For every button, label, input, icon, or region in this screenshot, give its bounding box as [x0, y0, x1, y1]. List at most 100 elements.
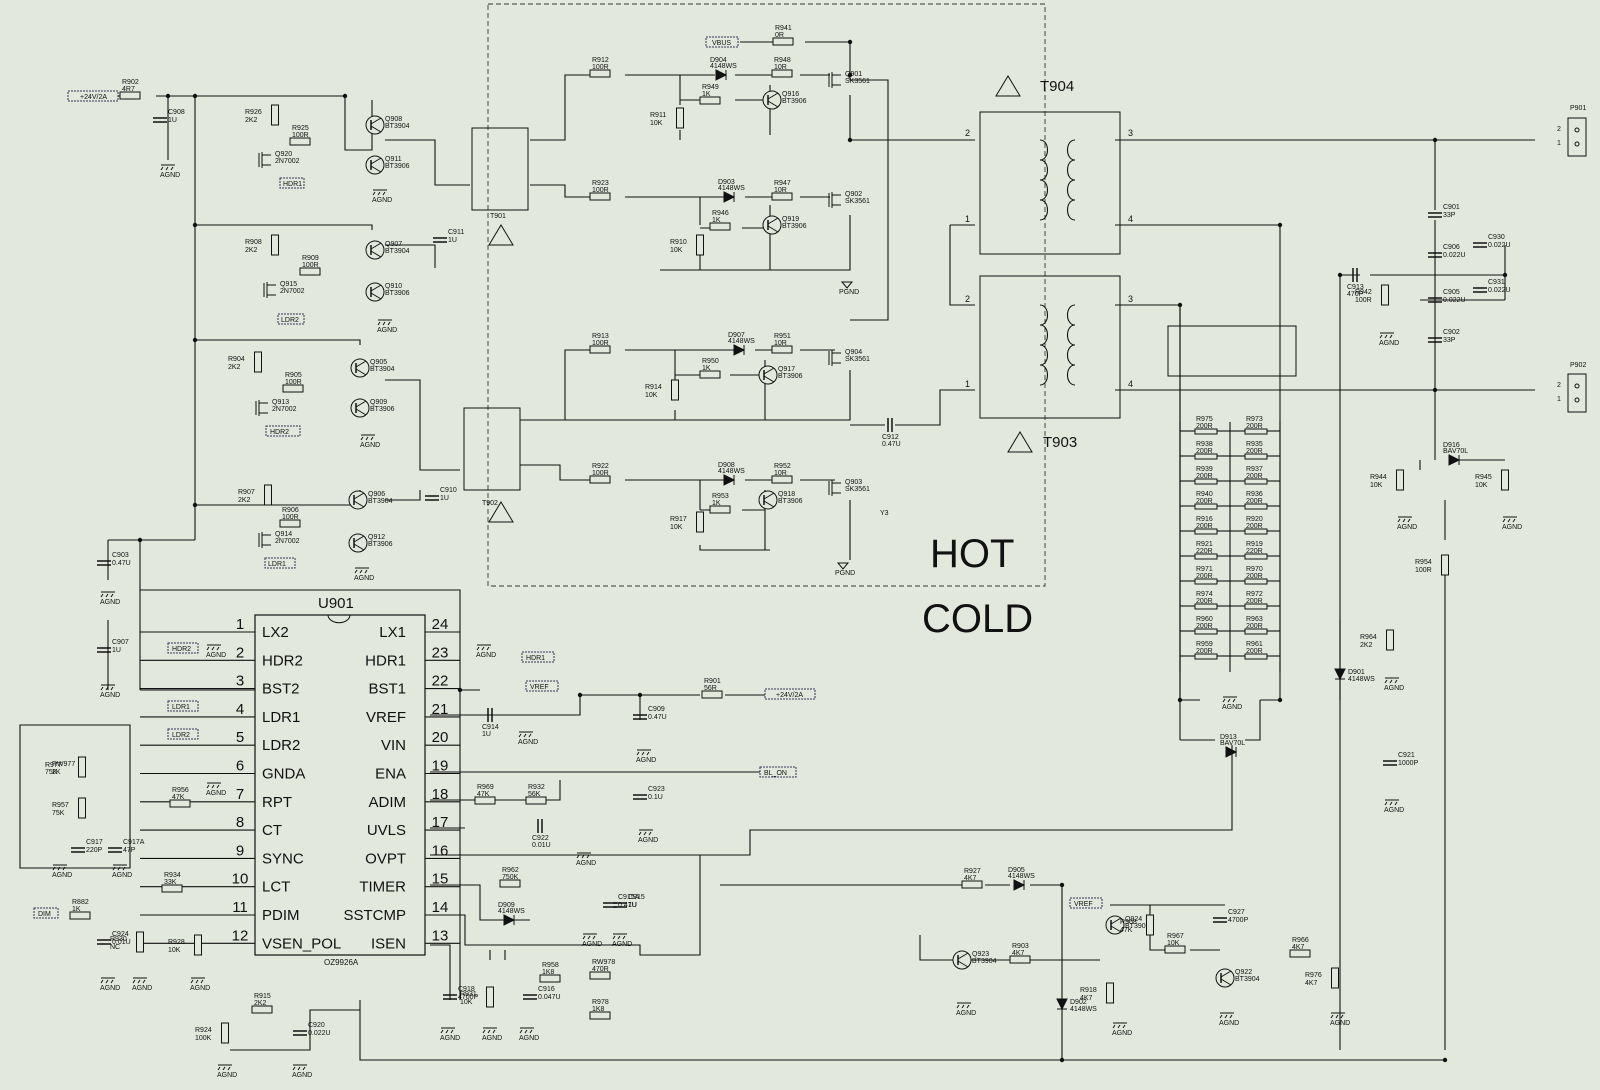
svg-text:HDR2: HDR2 [172, 646, 191, 653]
svg-text:10K: 10K [1475, 482, 1488, 489]
svg-text:R968: R968 [1120, 919, 1137, 926]
svg-text:4148WS: 4148WS [1070, 1006, 1097, 1013]
svg-text:HDR1: HDR1 [526, 655, 545, 662]
svg-text:R946: R946 [712, 210, 729, 217]
svg-text:200R: 200R [1246, 423, 1263, 430]
svg-text:R928: R928 [168, 939, 185, 946]
svg-text:D903: D903 [718, 179, 735, 186]
svg-text:200R: 200R [1196, 623, 1213, 630]
svg-text:200R: 200R [1246, 448, 1263, 455]
ground-agnd: AGND [1112, 1022, 1132, 1037]
svg-text:0.01U: 0.01U [532, 842, 551, 849]
svg-text:C917: C917 [86, 839, 103, 846]
svg-text:C921: C921 [1398, 752, 1415, 759]
svg-text:HDR2: HDR2 [270, 429, 289, 436]
svg-text:75K: 75K [52, 810, 65, 817]
ic-pin-number: 24 [432, 616, 449, 633]
svg-text:AGND: AGND [217, 1072, 237, 1079]
svg-text:Q914: Q914 [275, 531, 292, 538]
ic-pin-name: VIN [381, 737, 406, 754]
junction-dot [1432, 387, 1438, 393]
svg-text:C915: C915 [628, 894, 645, 901]
svg-text:Q919: Q919 [782, 216, 799, 223]
svg-text:C909: C909 [648, 706, 665, 713]
svg-text:R957: R957 [52, 802, 69, 809]
svg-text:AGND: AGND [582, 941, 602, 948]
junction-dot [1432, 137, 1438, 143]
ic-pin-number: 10 [232, 871, 249, 888]
svg-text:PGND: PGND [839, 289, 859, 296]
ground-agnd: AGND [1502, 516, 1522, 531]
ground-agnd: AGND [360, 434, 380, 449]
svg-text:R914: R914 [645, 384, 662, 391]
resistor-bank: R975200RR938200RR939200RR940200RR916200R… [1180, 416, 1280, 660]
ic-pin-name: BST2 [262, 681, 300, 698]
junction-dot [847, 39, 853, 45]
t904-label: T904 [1040, 78, 1074, 95]
svg-text:AGND: AGND [636, 757, 656, 764]
svg-text:R956: R956 [172, 787, 189, 794]
svg-text:1U: 1U [168, 117, 177, 124]
net-label-bl-on: BL_ON [759, 766, 797, 778]
svg-text:AGND: AGND [1397, 524, 1417, 531]
svg-text:1K: 1K [702, 365, 711, 372]
svg-text:R925: R925 [292, 125, 309, 132]
svg-text:R952: R952 [774, 463, 791, 470]
svg-text:R913: R913 [592, 333, 609, 340]
svg-text:C927: C927 [1228, 909, 1245, 916]
svg-text:10K: 10K [645, 392, 658, 399]
net-label-vref-ic: VREF [525, 680, 559, 692]
svg-text:R911: R911 [650, 112, 666, 119]
svg-text:C923: C923 [648, 786, 665, 793]
svg-text:R904: R904 [228, 356, 245, 363]
ic-pin-number: 16 [432, 842, 449, 859]
svg-text:2K2: 2K2 [254, 1000, 267, 1007]
svg-text:0.022U: 0.022U [1488, 287, 1511, 294]
svg-text:10K: 10K [650, 120, 663, 127]
svg-text:10R: 10R [774, 470, 787, 477]
svg-text:AGND: AGND [112, 872, 132, 879]
t903-label: T903 [1043, 434, 1077, 451]
svg-text:R909: R909 [302, 255, 319, 262]
net-label-dim: DIM [33, 907, 59, 919]
svg-text:Q913: Q913 [272, 399, 289, 406]
svg-text:D908: D908 [718, 462, 735, 469]
svg-text:C910: C910 [440, 487, 457, 494]
svg-text:4148WS: 4148WS [718, 185, 745, 192]
gate-transformer-t901 [471, 127, 529, 211]
svg-text:100R: 100R [1355, 297, 1372, 304]
svg-text:1K8: 1K8 [542, 969, 555, 976]
ground-pgnd: PGND [839, 281, 859, 296]
ic-pin-name: PDIM [262, 907, 300, 924]
svg-text:100R: 100R [302, 262, 319, 269]
svg-text:C931: C931 [1488, 279, 1505, 286]
svg-text:0.022U: 0.022U [1443, 252, 1466, 259]
svg-text:2K2: 2K2 [238, 497, 251, 504]
svg-text:100R: 100R [592, 340, 609, 347]
svg-text:R903: R903 [1012, 943, 1029, 950]
svg-text:R908: R908 [245, 239, 262, 246]
svg-text:BAV70L: BAV70L [1443, 448, 1468, 455]
svg-text:1U: 1U [482, 731, 491, 738]
net-label-hdr2-ic: HDR2 [167, 642, 199, 654]
svg-text:R973: R973 [1246, 416, 1263, 423]
